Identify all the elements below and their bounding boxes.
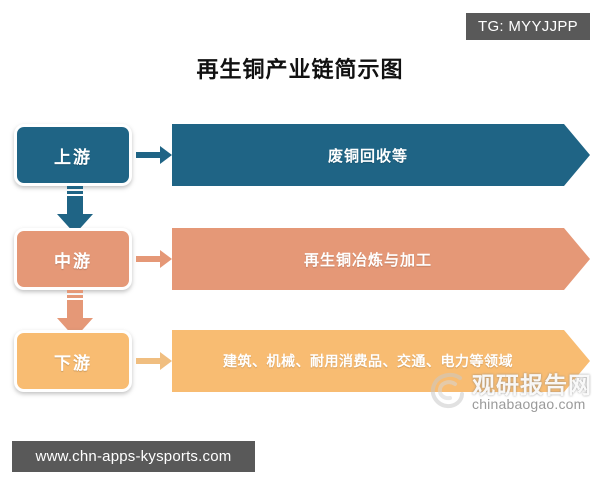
watermark-en-text: chinabaogao.com <box>472 396 586 412</box>
banner-upstream[interactable]: 废铜回收等 <box>172 124 590 186</box>
banner-downstream[interactable]: 建筑、机械、耐用消费品、交通、电力等领域 <box>172 330 590 392</box>
flow-row-downstream: 下游 建筑、机械、耐用消费品、交通、电力等领域 <box>0 330 600 392</box>
banner-label-midstream: 再生铜冶炼与加工 <box>303 250 432 269</box>
connector-arrow-right-downstream <box>136 352 172 370</box>
page-title: 再生铜产业链简示图 <box>196 57 404 83</box>
stage-box-upstream[interactable]: 上游 <box>14 124 132 186</box>
footer-url-banner: www.chn-apps-kysports.com <box>12 441 255 472</box>
stage-box-downstream[interactable]: 下游 <box>14 330 132 392</box>
banner-label-upstream: 废铜回收等 <box>327 146 408 165</box>
stage-box-midstream[interactable]: 中游 <box>14 228 132 290</box>
connector-arrow-down-midstream-to-downstream <box>53 290 97 338</box>
stage-label-midstream: 中游 <box>54 251 92 272</box>
connector-arrow-down-upstream-to-midstream <box>53 186 97 234</box>
tg-tag: TG: MYYJJPP <box>466 13 590 40</box>
stage-label-downstream: 下游 <box>54 353 92 374</box>
banner-midstream[interactable]: 再生铜冶炼与加工 <box>172 228 590 290</box>
flow-row-upstream: 上游 废铜回收等 <box>0 124 600 186</box>
stage-label-upstream: 上游 <box>54 147 92 168</box>
connector-arrow-right-midstream <box>136 250 172 268</box>
banner-label-downstream: 建筑、机械、耐用消费品、交通、电力等领域 <box>223 354 513 370</box>
flow-row-midstream: 中游 再生铜冶炼与加工 <box>0 228 600 290</box>
connector-arrow-right-upstream <box>136 146 172 164</box>
